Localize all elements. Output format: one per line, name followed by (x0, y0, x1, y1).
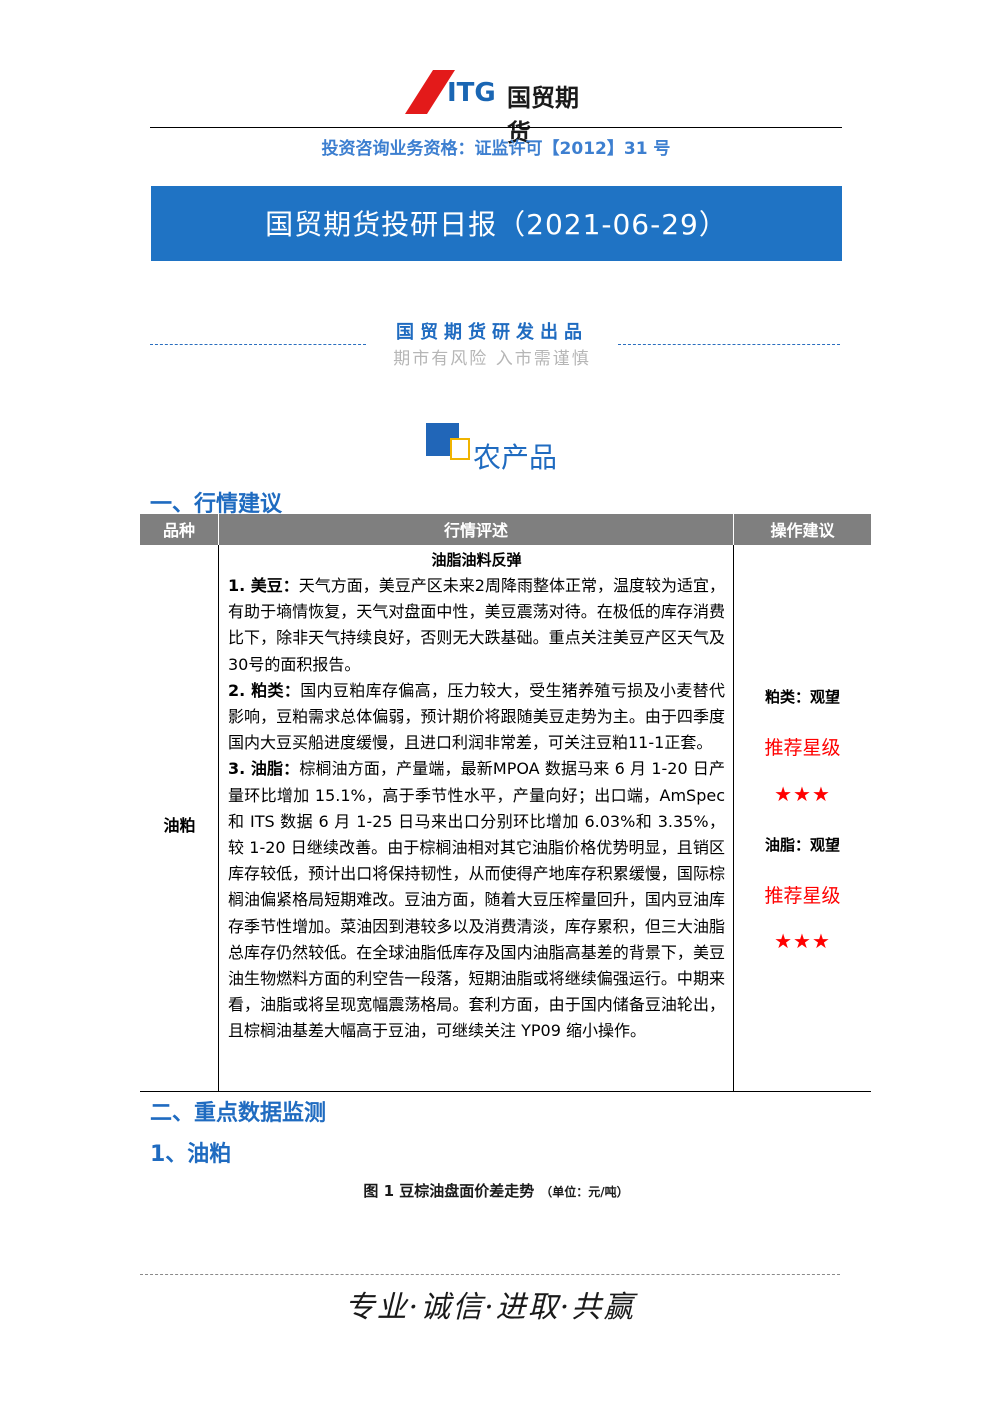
heading-data-monitor: 二、重点数据监测 (150, 1101, 327, 1126)
p3-label: 3. 油脂： (228, 759, 300, 779)
header-rule (150, 127, 842, 128)
comment-paragraph-1: 1. 美豆：天气方面，美豆产区未来2周降雨整体正常，温度较为适宜，有助于墒情恢复… (228, 573, 725, 678)
comment-paragraph-3: 3. 油脂：棕榈油方面，产量端，最新MPOA 数据马来 6 月 1-20 日产量… (228, 756, 725, 1044)
p1-text: 天气方面，美豆产区未来2周降雨整体正常，温度较为适宜，有助于墒情恢复，天气对盘面… (228, 576, 725, 674)
logo-mark-icon (405, 70, 455, 114)
p2-text: 国内豆粕库存偏高，压力较大，受生猪养殖亏损及小麦替代影响，豆粕需求总体偏弱，预计… (228, 680, 725, 753)
report-title: 国贸期货投研日报（2021-06-29） (265, 208, 728, 241)
col-header-comment: 行情评述 (443, 521, 508, 540)
table-header: 品种 行情评述 操作建议 (140, 514, 871, 545)
p3-text: 棕榈油方面，产量端，最新MPOA 数据马来 6 月 1-20 日产量环比增加 1… (228, 759, 725, 1041)
col-sep (218, 514, 219, 545)
risk-warning: 期市有风险 入市需谨慎 (393, 349, 591, 369)
col-border (218, 545, 219, 1091)
star-rating-label-oil: 推荐星级 (764, 885, 841, 907)
table-bottom-border (140, 1091, 871, 1092)
star-rating-oil: ★★★ (774, 929, 831, 953)
col-sep (733, 514, 734, 545)
footer-divider (140, 1274, 840, 1275)
divider-right (618, 344, 840, 345)
section-square-outline-icon (450, 438, 470, 460)
section-title: 农产品 (473, 441, 558, 474)
star-rating-label-meal: 推荐星级 (764, 737, 841, 759)
comment-paragraph-2: 2. 粕类：国内豆粕库存偏高，压力较大，受生猪养殖亏损及小麦替代影响，豆粕需求总… (228, 678, 725, 757)
p1-label: 1. 美豆： (228, 576, 299, 595)
heading-market-advice: 一、行情建议 (150, 492, 283, 517)
produce-line: 国贸期货研发出品 (396, 322, 588, 343)
report-banner: 国贸期货投研日报（2021-06-29） (151, 186, 842, 261)
license-line: 投资咨询业务资格：证监许可【2012】31 号 (321, 139, 671, 159)
variety-cell: 油粕 (163, 816, 196, 835)
logo-cn-name: 国贸期货 (507, 84, 579, 147)
figure-caption-text: 图 1 豆棕油盘面价差走势 (363, 1182, 535, 1200)
action-oil: 油脂：观望 (764, 836, 840, 854)
star-rating-meal: ★★★ (774, 782, 831, 806)
divider-left (150, 344, 366, 345)
action-meal: 粕类：观望 (764, 688, 840, 706)
market-comment-cell: 油脂油料反弹 1. 美豆：天气方面，美豆产区未来2周降雨整体正常，温度较为适宜，… (228, 547, 725, 1045)
col-header-action: 操作建议 (770, 521, 835, 540)
col-header-variety: 品种 (162, 521, 195, 540)
figure-caption: 图 1 豆棕油盘面价差走势 （单位：元/吨） (150, 1180, 842, 1201)
heading-oil-meal: 1、油粕 (150, 1142, 232, 1167)
logo-text: ITG (447, 78, 496, 108)
col-border (733, 545, 734, 1091)
table-body (140, 545, 871, 1091)
footer-motto: 专业·诚信·进取·共赢 (344, 1290, 636, 1325)
figure-unit: （单位：元/吨） (540, 1185, 629, 1199)
comment-subtitle: 油脂油料反弹 (431, 551, 522, 569)
p2-label: 2. 粕类： (228, 680, 301, 700)
company-logo: ITG 国贸期货 (405, 70, 595, 147)
